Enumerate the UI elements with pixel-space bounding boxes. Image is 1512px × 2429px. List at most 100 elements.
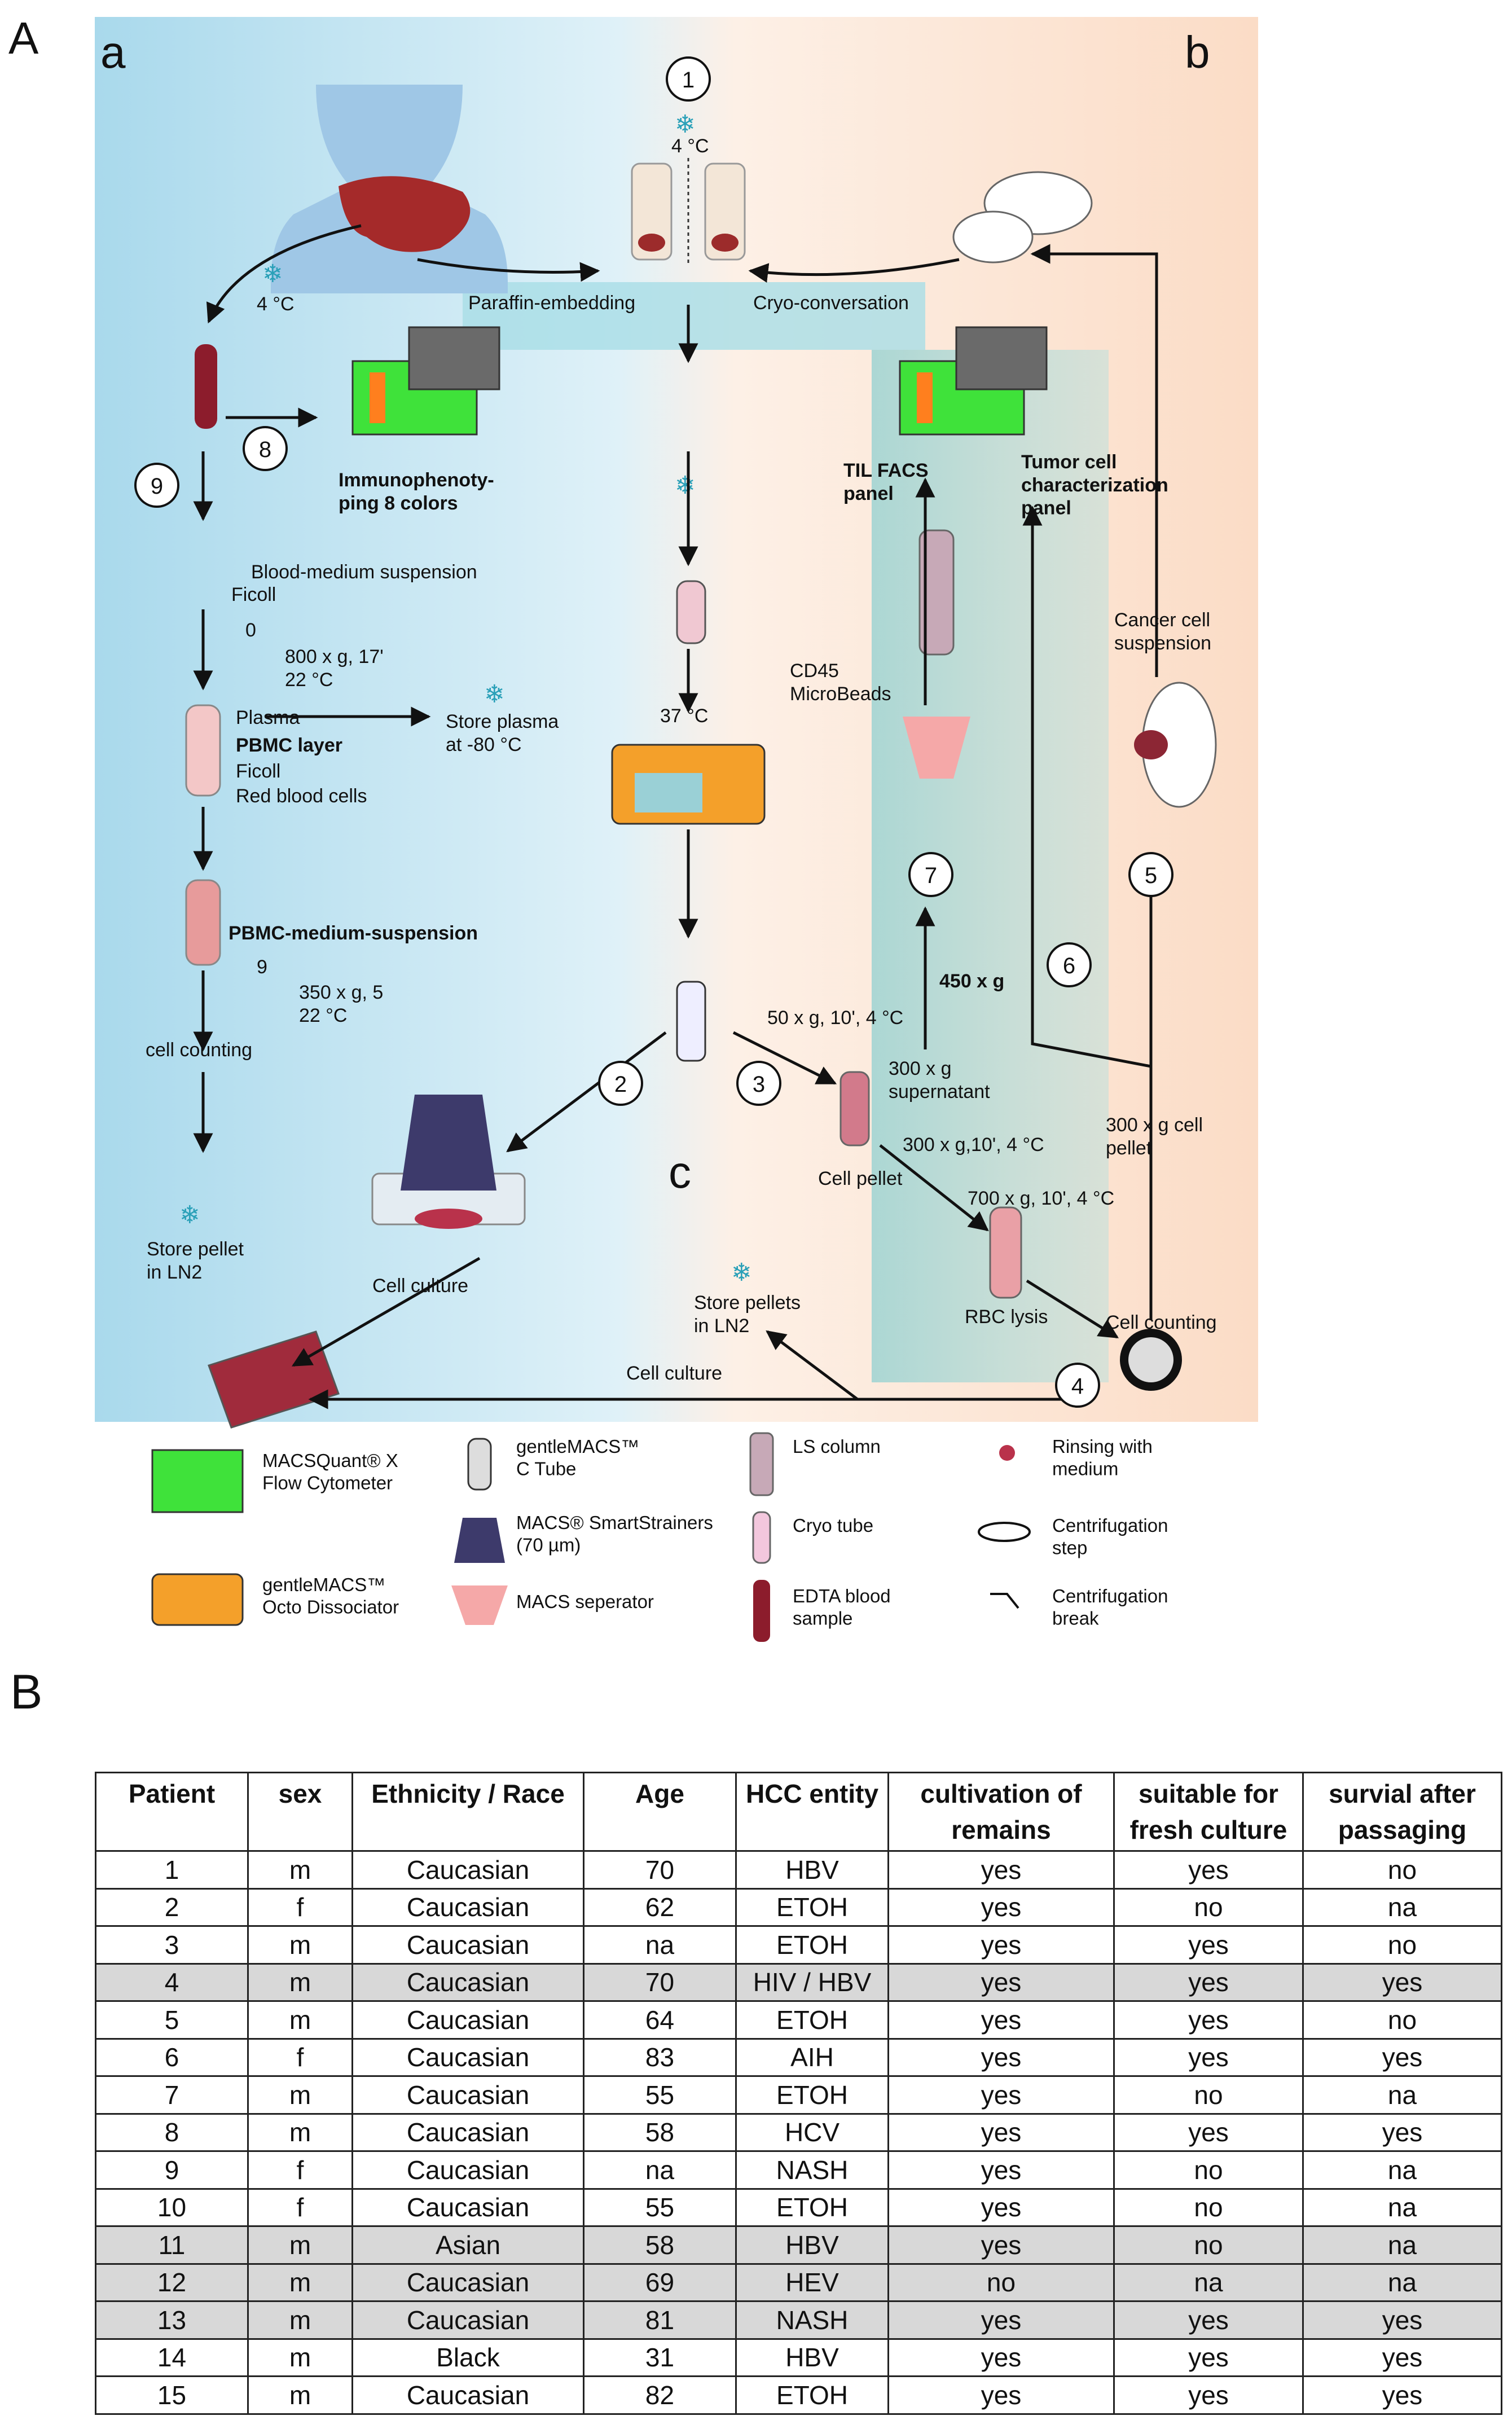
table-cell: yes — [887, 2188, 1115, 2227]
c-tube-icon — [676, 580, 706, 1062]
table-cell: yes — [1113, 2037, 1304, 2077]
table-cell: Caucasian — [351, 2263, 584, 2302]
table-cell: Caucasian — [351, 1962, 584, 2002]
table-cell: 70 — [583, 1850, 737, 1890]
step-7-marker — [908, 852, 953, 897]
svg-text:MACS seperator: MACS seperator — [516, 1591, 654, 1612]
table-cell: 62 — [583, 1887, 737, 1927]
table-cell: 4 — [95, 1962, 249, 2002]
table-cell: no — [1113, 2188, 1304, 2227]
arrow — [206, 224, 362, 324]
table-cell: yes — [887, 2112, 1115, 2152]
centrifugation-break-icon — [990, 1593, 1019, 1609]
edta-tube-icon — [195, 344, 217, 429]
svg-text:3: 3 — [753, 1072, 765, 1097]
break-label: 9 — [257, 956, 267, 978]
pbmc-medium-label: PBMC-medium-suspension — [228, 923, 478, 944]
mice-icon — [952, 171, 1217, 808]
column-header: Ethnicity / Race — [351, 1772, 584, 1852]
table-cell: ETOH — [735, 2188, 889, 2227]
svg-text:2: 2 — [614, 1072, 627, 1097]
table-cell: no — [1302, 2000, 1502, 2040]
step-6-marker — [1047, 942, 1092, 987]
table-cell: na — [583, 2150, 737, 2190]
ficoll-tube-icon — [185, 704, 221, 966]
table-cell: yes — [1113, 2000, 1304, 2040]
ls-column-icon — [903, 529, 970, 779]
table-cell: HEV — [735, 2263, 889, 2302]
table-cell: yes — [1113, 2338, 1304, 2377]
table-cell: yes — [887, 2075, 1115, 2115]
table-cell: na — [1302, 2150, 1502, 2190]
table-cell: yes — [887, 2300, 1115, 2340]
table-cell: 82 — [583, 2375, 737, 2415]
rbc-tube-icon — [839, 1071, 1022, 1299]
table-cell: HBV — [735, 2338, 889, 2377]
table-cell: m — [247, 2112, 353, 2152]
table-cell: yes — [1302, 2375, 1502, 2415]
column-header: Age — [583, 1772, 737, 1852]
specimen-jars-icon — [631, 158, 746, 265]
octo-dissociator-icon — [151, 1573, 244, 1626]
table-cell: Caucasian — [351, 1925, 584, 1965]
table-cell: ETOH — [735, 2000, 889, 2040]
immuno-label: Immunophenoty-ping 8 colors — [339, 469, 494, 514]
paraffin-label: Paraffin-embedding — [468, 292, 635, 314]
table-cell: yes — [887, 2225, 1115, 2265]
table-cell: 14 — [95, 2338, 249, 2377]
table-cell: no — [1302, 1850, 1502, 1890]
table-cell: na — [1302, 2263, 1502, 2302]
table-cell: yes — [1113, 2112, 1304, 2152]
table-cell: no — [1302, 1925, 1502, 1965]
table-cell: HCV — [735, 2112, 889, 2152]
table-cell: 58 — [583, 2112, 737, 2152]
octo-dissociator-icon — [611, 744, 766, 825]
human-torso-icon — [271, 85, 508, 293]
table-cell: 55 — [583, 2075, 737, 2115]
macs-separator-icon — [451, 1585, 508, 1625]
table-cell: 83 — [583, 2037, 737, 2077]
step-8-marker — [243, 426, 288, 471]
table-cell: 6 — [95, 2037, 249, 2077]
svg-text:5: 5 — [1145, 863, 1157, 888]
legend-item: MACS seperator — [451, 1585, 654, 1625]
table-cell: Caucasian — [351, 1887, 584, 1927]
smartstrainer-plate-icon — [371, 1095, 526, 1229]
table-cell: yes — [887, 2150, 1115, 2190]
flow-cytometer-icon — [151, 1449, 244, 1513]
table-cell: HIV / HBV — [735, 1962, 889, 2002]
table-cell: 9 — [95, 2150, 249, 2190]
temp-label: 4 °C — [671, 135, 709, 157]
svg-text:9: 9 — [151, 474, 163, 499]
table-cell: f — [247, 1887, 353, 1927]
table-cell: Asian — [351, 2225, 584, 2265]
flow-cytometer-icon — [351, 326, 500, 436]
table-cell: Caucasian — [351, 1850, 584, 1890]
table-cell: Caucasian — [351, 2150, 584, 2190]
table-cell: m — [247, 2000, 353, 2040]
step-9-marker — [134, 463, 179, 508]
svg-text:LS column: LS column — [793, 1436, 881, 1457]
svg-text:7: 7 — [925, 863, 937, 888]
table-cell: Caucasian — [351, 2037, 584, 2077]
svg-text:4: 4 — [1071, 1374, 1084, 1399]
panel-label-a: a — [100, 27, 126, 77]
flow-arrows — [193, 224, 1161, 1409]
table-cell: 3 — [95, 1925, 249, 1965]
table-cell: yes — [1113, 2375, 1304, 2415]
table-cell: na — [1302, 2075, 1502, 2115]
pbmc-layer-label: PBMC layer — [236, 735, 342, 756]
